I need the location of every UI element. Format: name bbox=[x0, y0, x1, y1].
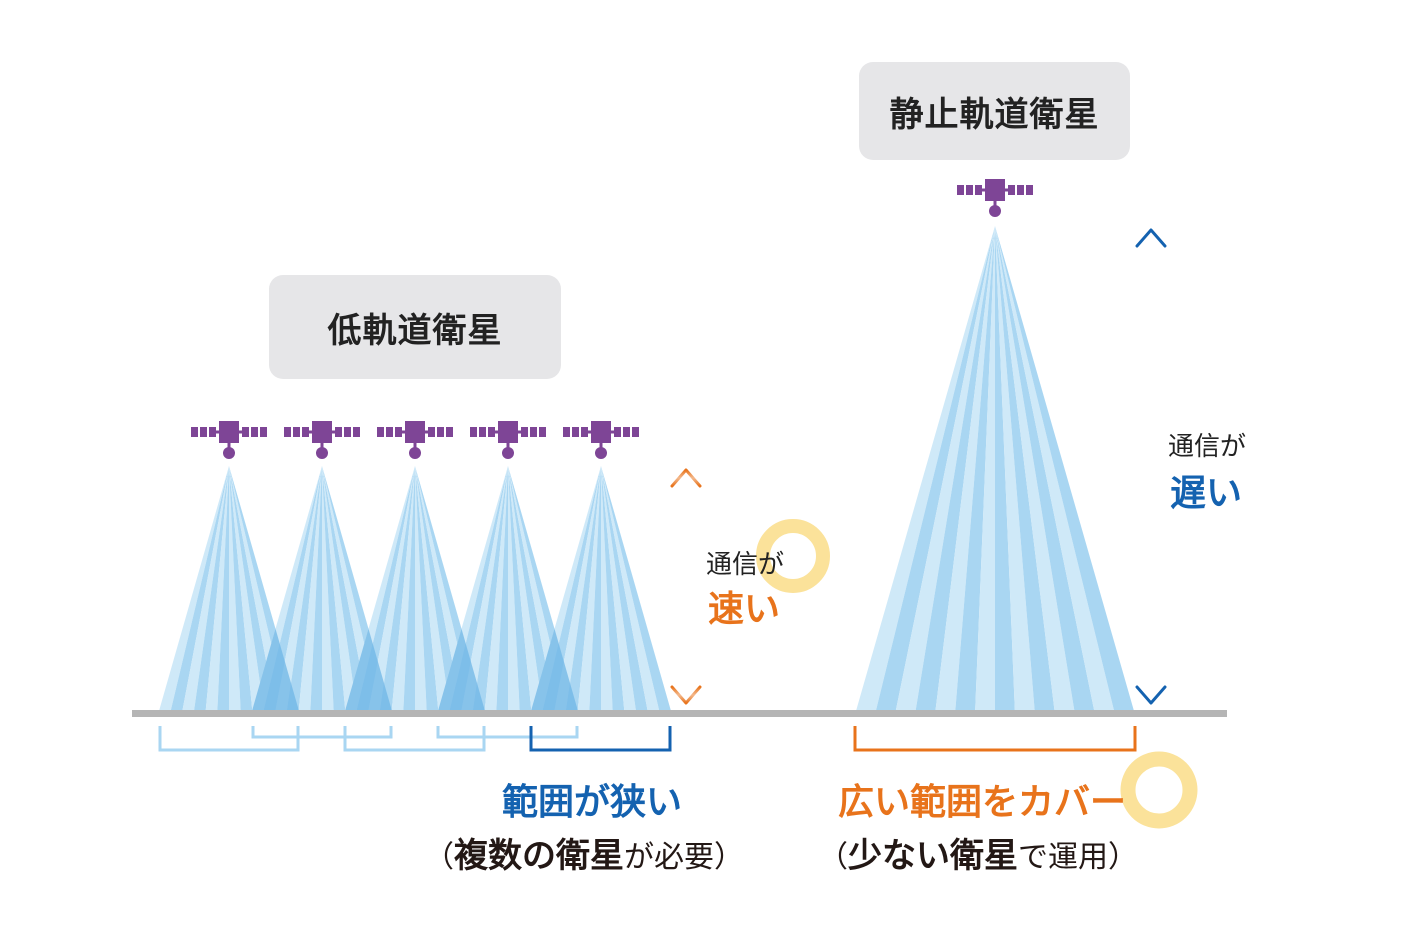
leo-coverage-sub-bold: 複数の衛星 bbox=[454, 836, 624, 876]
geo-coverage-sub-bold: 少ない衛星 bbox=[848, 836, 1018, 876]
satellite-icon bbox=[957, 179, 1033, 217]
ground-line bbox=[132, 710, 1227, 717]
beam-overlap bbox=[252, 628, 299, 711]
beam-stripe bbox=[508, 466, 532, 711]
leo-title: 低軌道衛星 bbox=[269, 275, 561, 379]
paren-close: ） bbox=[1108, 840, 1138, 875]
beam-stripe bbox=[995, 226, 1055, 711]
beam-stripe bbox=[577, 466, 601, 711]
leo-coverage-label: 範囲が狭い bbox=[502, 782, 683, 823]
beam-stripe bbox=[508, 466, 567, 711]
beam-stripe bbox=[915, 226, 995, 711]
beam-stripe bbox=[415, 466, 462, 711]
beam-cone bbox=[531, 466, 671, 711]
beam-stripe bbox=[229, 466, 253, 711]
beam-stripe bbox=[322, 466, 369, 711]
beam-stripe bbox=[601, 466, 660, 711]
beam-stripe bbox=[322, 466, 334, 711]
beam-stripe bbox=[995, 226, 1075, 711]
beam-stripe bbox=[415, 466, 439, 711]
leo-speed-label-line2: 速い bbox=[708, 589, 781, 630]
beam-stripe bbox=[473, 466, 508, 711]
beam-stripe bbox=[508, 466, 520, 711]
geo-speed-label-line1: 通信が bbox=[1168, 432, 1247, 462]
leo-beams bbox=[159, 466, 671, 711]
beam-stripe bbox=[601, 466, 625, 711]
beam-stripe bbox=[368, 466, 415, 711]
beam-stripe bbox=[159, 466, 229, 711]
leo-beam-overlaps bbox=[252, 628, 578, 711]
beam-stripe bbox=[566, 466, 601, 711]
beam-stripe bbox=[995, 226, 1095, 711]
beam-stripe bbox=[322, 466, 346, 711]
beam-stripe bbox=[310, 466, 322, 711]
beam-stripe bbox=[995, 226, 1015, 711]
satellite-icon bbox=[191, 421, 267, 459]
beam-overlap bbox=[345, 628, 392, 711]
beam-stripe bbox=[601, 466, 671, 711]
geo-speed-label-line2: 遅い bbox=[1170, 473, 1243, 514]
beam-cone bbox=[856, 226, 1134, 711]
beam-stripe bbox=[955, 226, 995, 711]
beam-stripe bbox=[391, 466, 415, 711]
beam-stripe bbox=[484, 466, 508, 711]
beam-stripe bbox=[205, 466, 229, 711]
beam-stripe bbox=[380, 466, 415, 711]
satellites bbox=[191, 179, 1033, 459]
beam-stripe bbox=[508, 466, 555, 711]
beam-stripe bbox=[194, 466, 229, 711]
bracket-icon bbox=[529, 726, 672, 752]
beam-overlap bbox=[531, 628, 578, 711]
beam-stripe bbox=[601, 466, 613, 711]
beam-stripe bbox=[589, 466, 601, 711]
paren-close: ） bbox=[714, 840, 744, 875]
paren-open: （ bbox=[818, 840, 848, 875]
satellite-icon bbox=[563, 421, 639, 459]
beam-stripe bbox=[298, 466, 322, 711]
up-down-arrow-icon bbox=[670, 468, 702, 705]
beam-stripe bbox=[895, 226, 995, 711]
leo-coverage-sublabel: （複数の衛星が必要） bbox=[424, 828, 744, 877]
bracket-icon bbox=[251, 726, 393, 739]
up-down-arrow-icon bbox=[1135, 228, 1167, 705]
beam-stripe bbox=[496, 466, 508, 711]
beam-stripe bbox=[542, 466, 601, 711]
beam-stripe bbox=[935, 226, 995, 711]
beam-stripe bbox=[461, 466, 508, 711]
satellite-icon bbox=[284, 421, 360, 459]
beam-stripe bbox=[856, 226, 995, 711]
paren-open: （ bbox=[424, 840, 454, 875]
beam-stripe bbox=[403, 466, 415, 711]
bracket-icon bbox=[436, 726, 579, 739]
beam-stripe bbox=[229, 466, 241, 711]
leo-coverage-sub-normal: が必要 bbox=[624, 840, 714, 875]
beam-stripe bbox=[601, 466, 648, 711]
highlight-ring-icon bbox=[1120, 751, 1198, 829]
satellite-icon bbox=[470, 421, 546, 459]
beam-stripe bbox=[217, 466, 229, 711]
bracket-icon bbox=[853, 726, 1137, 752]
beam-stripe bbox=[415, 466, 427, 711]
beam-overlap bbox=[438, 628, 485, 711]
geo-coverage-sub-normal: で運用 bbox=[1018, 840, 1108, 875]
beam-stripe bbox=[287, 466, 322, 711]
geo-coverage-sublabel: （少ない衛星で運用） bbox=[818, 828, 1138, 877]
beam-stripe bbox=[875, 226, 995, 711]
beam-stripe bbox=[554, 466, 601, 711]
highlight-ring-icon bbox=[756, 519, 830, 593]
geo-beam bbox=[856, 226, 1134, 711]
beam-stripe bbox=[975, 226, 995, 711]
beam-stripe bbox=[182, 466, 229, 711]
leo-speed-label-line1: 通信が bbox=[706, 550, 785, 580]
satellite-icon bbox=[377, 421, 453, 459]
geo-coverage-label: 広い範囲をカバー bbox=[838, 782, 1127, 823]
geo-title: 静止軌道衛星 bbox=[859, 62, 1130, 160]
beam-stripe bbox=[275, 466, 322, 711]
leo-coverage-brackets bbox=[158, 726, 672, 752]
beam-stripe bbox=[995, 226, 1134, 711]
beam-stripe bbox=[170, 466, 229, 711]
